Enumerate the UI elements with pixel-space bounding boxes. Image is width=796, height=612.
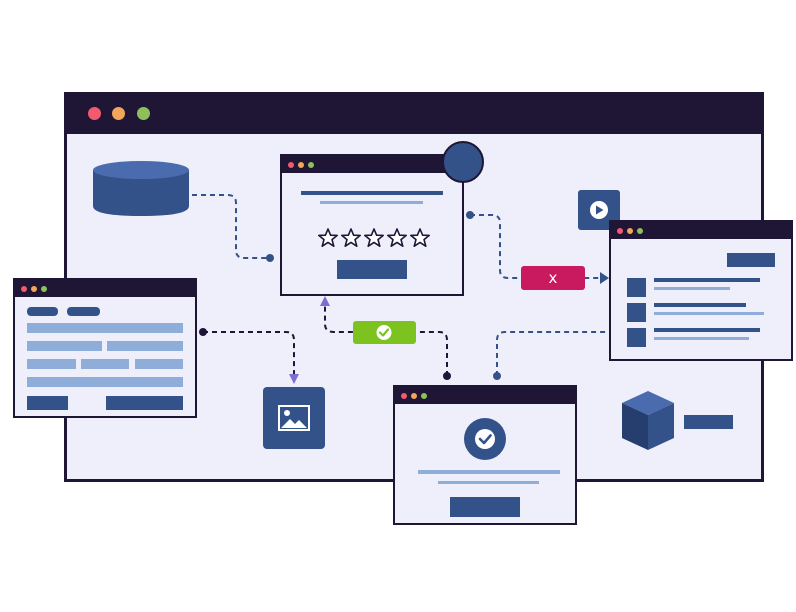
- list-item-line: [654, 312, 764, 315]
- image-icon: [278, 405, 310, 431]
- close-dot[interactable]: [88, 107, 101, 120]
- form-field[interactable]: [27, 377, 183, 387]
- form-window: [13, 278, 197, 418]
- success-check-icon: [464, 418, 506, 460]
- video-tile[interactable]: [578, 190, 620, 230]
- form-field[interactable]: [107, 341, 183, 351]
- list-item-line: [654, 278, 760, 282]
- success-window-titlebar: [395, 387, 575, 404]
- list-item-thumb: [627, 328, 646, 347]
- database-icon: [93, 161, 189, 216]
- rating-submit-button[interactable]: [337, 260, 407, 279]
- success-continue-button[interactable]: [450, 497, 520, 517]
- main-window-titlebar: [64, 92, 764, 134]
- error-badge-label: x: [548, 269, 558, 287]
- avatar: [442, 141, 484, 183]
- success-text-line: [438, 481, 539, 484]
- list-item-line: [654, 303, 746, 307]
- form-cancel-button[interactable]: [27, 396, 68, 410]
- star-icon: [340, 228, 362, 247]
- connector-success-to-list: [496, 331, 606, 376]
- star-icon: [386, 228, 408, 247]
- star-icon: [409, 228, 431, 247]
- image-tile[interactable]: [263, 387, 325, 449]
- connector-node: [493, 372, 501, 380]
- form-tab[interactable]: [27, 307, 58, 316]
- list-header-button[interactable]: [727, 253, 775, 267]
- rating-window-titlebar: [282, 156, 462, 173]
- minimize-dot[interactable]: [112, 107, 125, 120]
- list-item-line: [654, 328, 760, 332]
- connector-node: [443, 372, 451, 380]
- cube-label-bar: [684, 415, 733, 429]
- success-text-line: [418, 470, 560, 474]
- list-item-thumb: [627, 303, 646, 322]
- form-submit-button[interactable]: [106, 396, 183, 410]
- success-window: [393, 385, 577, 525]
- list-item-line: [654, 287, 730, 290]
- connector-database-to-rating: [192, 194, 270, 259]
- list-item-line: [654, 337, 749, 340]
- list-item-thumb: [627, 278, 646, 297]
- arrowhead-right-icon: [600, 272, 609, 284]
- list-window-titlebar: [611, 222, 791, 239]
- list-window: [609, 220, 793, 361]
- connector-form-to-image: [203, 331, 295, 374]
- cube-icon: [622, 391, 674, 450]
- rating-heading-line: [301, 191, 443, 195]
- rating-subheading-line: [320, 201, 423, 204]
- play-icon: [590, 201, 608, 219]
- arrowhead-up-icon: [320, 296, 330, 306]
- form-field[interactable]: [135, 359, 183, 369]
- maximize-dot[interactable]: [137, 107, 150, 120]
- form-window-titlebar: [15, 280, 195, 297]
- star-icon: [317, 228, 339, 247]
- form-field[interactable]: [27, 359, 76, 369]
- star-rating[interactable]: [317, 228, 431, 248]
- star-icon: [363, 228, 385, 247]
- connector-node: [199, 328, 207, 336]
- form-field[interactable]: [27, 323, 183, 333]
- connector-node: [466, 211, 474, 219]
- success-badge[interactable]: [353, 321, 416, 344]
- form-field[interactable]: [81, 359, 129, 369]
- form-field[interactable]: [27, 341, 102, 351]
- connector-rating-to-list: [470, 214, 600, 279]
- form-tab[interactable]: [67, 307, 100, 316]
- checkmark-icon: [376, 325, 392, 340]
- error-badge[interactable]: x: [521, 266, 585, 290]
- connector-node: [266, 254, 274, 262]
- arrowhead-down-icon: [289, 374, 299, 384]
- rating-window: [280, 154, 464, 296]
